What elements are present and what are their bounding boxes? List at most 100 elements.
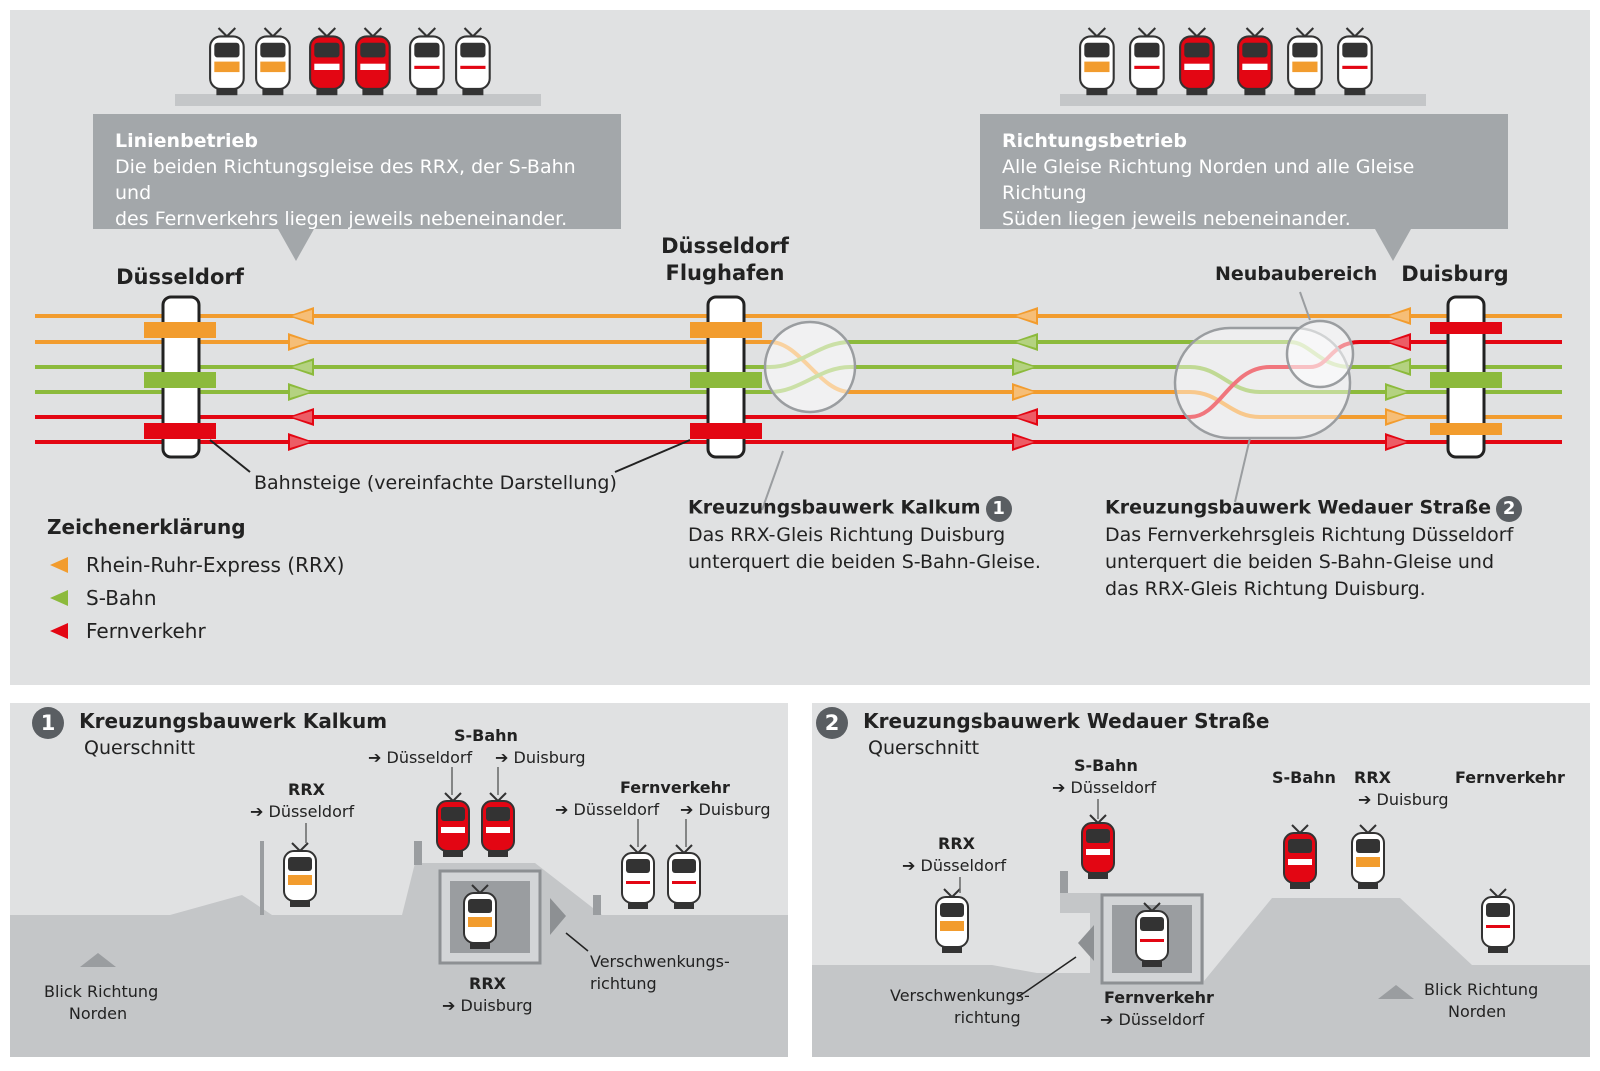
sbahn-arrow-icon [50,590,68,606]
kalkum-panel-heading: 1 Kreuzungsbauwerk Kalkum [32,707,387,739]
kalkum-verschwenkung-arrow-icon [550,898,566,935]
kalkum-verschwenkung-line1: Verschwenkungs- [590,952,730,971]
callout-richtungsbetrieb-title: Richtungsbetrieb [1002,130,1187,152]
callout-linienbetrieb-title: Linienbetrieb [115,130,259,152]
wedauer-info-line2: unterquert die beiden S-Bahn-Gleise und [1105,551,1495,573]
kalkum-blick-arrow-icon [80,953,116,967]
callout-richtungsbetrieb-line2: Süden liegen jeweils nebeneinander. [1002,208,1351,230]
direction-arrow-icon [1012,433,1038,451]
kalkum-badge: 1 [985,496,1012,522]
kalkum-info-line1: Das RRX-Gleis Richtung Duisburg [688,524,1006,546]
kalkum-info: Kreuzungsbauwerk Kalkum 1 Das RRX-Gleis … [688,496,1041,576]
wedauer-info-line1: Das Fernverkehrsgleis Richtung Düsseldor… [1105,524,1514,546]
wedauer-tunnel-label: Fernverkehr [1104,988,1214,1007]
kalkum-tunnel-dir: ➔ Duisburg [442,996,533,1015]
direction-arrow-icon [1012,408,1038,426]
fern-train-icon [1283,824,1317,889]
wedauer-info-title: Kreuzungsbauwerk Wedauer Straße [1105,496,1492,519]
wedauer-rrx-dir: ➔ Düsseldorf [902,856,1007,875]
direction-arrow-icon [1012,358,1038,376]
ice-train-icon [621,844,655,909]
wedauer-verschwenkung-line2: richtung [954,1008,1021,1027]
station-duesseldorf: Düsseldorf [116,265,244,289]
wedauer-info: Kreuzungsbauwerk Wedauer Straße 2 Das Fe… [1105,496,1523,603]
rrx-arrow-icon [50,557,68,573]
kalkum-verschwenkung-pointer [565,932,589,952]
label-neubaubereich: Neubaubereich [1215,263,1378,285]
fern-arrow-icon [50,623,68,639]
platform-pointer-1 [209,439,251,473]
wedauer-panel-subtitle: Querschnitt [868,737,980,759]
kalkum-info-title: Kreuzungsbauwerk Kalkum [688,496,981,519]
kalkum-tunnel-label: RRX [469,974,506,993]
kalkum-fern-dir2: ➔ Duisburg [680,800,771,819]
station-flughafen: Düsseldorf Flughafen [650,233,800,287]
direction-arrow-icon [288,383,314,401]
wedauer-cross-section [812,799,1590,1057]
station-duisburg: Duisburg [1401,262,1509,286]
kalkum-crossing-circle [763,320,857,414]
kalkum-sbahn-label: S-Bahn [454,726,518,745]
fern-train-icon [309,27,345,96]
callout-linienbetrieb-line1: Die beiden Richtungsgleise des RRX, der … [115,156,576,204]
callout-richtungsbetrieb-tip [1375,229,1411,261]
wedauer-mast [1060,871,1068,893]
kalkum-cross-section [10,767,788,1057]
legend-title: Zeichenerklärung [47,515,246,539]
fern-train-icon [1237,27,1273,96]
wedauer-verschwenkung-pointer [1017,956,1077,998]
kalkum-blick-line1: Blick Richtung [44,982,159,1001]
kalkum-panel-subtitle: Querschnitt [84,737,196,759]
kalkum-rrx-label: RRX [288,780,325,799]
rrx-train-icon [1287,27,1323,96]
kalkum-blick-line2: Norden [68,1004,128,1023]
kalkum-panel-badge: 1 [32,707,64,739]
direction-arrow-icon [1012,383,1038,401]
direction-arrow-icon [1012,307,1038,325]
rrx-train-icon [255,27,291,96]
callout-richtungsbetrieb-line1: Alle Gleise Richtung Norden und alle Gle… [1002,156,1415,204]
legend-item-fern: Fernverkehr [50,619,206,643]
wedauer-sbahn-label: S-Bahn [1074,756,1138,775]
wedauer-panel-badge: 2 [816,707,848,739]
rrx-train-icon [463,884,497,949]
ice-train-icon [1337,27,1373,96]
wedauer-crossing-circle [1285,319,1355,389]
wedauer-panel-title: Kreuzungsbauwerk Wedauer Straße [863,708,1270,733]
legend-item-sbahn: S-Bahn [50,586,157,610]
kalkum-mast-2 [414,841,422,865]
track-overview-panel: Linienbetrieb Die beiden Richtungsgleise… [10,10,1590,685]
train-icons-left [209,27,491,96]
kalkum-sbahn-dir1: ➔ Düsseldorf [368,748,473,767]
fern-train-icon [355,27,391,96]
wedauer-blick-arrow-icon [1378,985,1414,999]
direction-arrow-icon [288,333,314,351]
direction-arrow-icon [288,307,314,325]
kalkum-fern-label: Fernverkehr [620,778,730,797]
train-platform-right [1060,94,1426,106]
wedauer-sbahn2-label: S-Bahn [1272,768,1336,787]
wedauer-trains [935,799,1515,967]
ice-train-icon [455,27,491,96]
neubau-pointer [1299,291,1311,321]
direction-arrow-icon [1385,333,1411,351]
kalkum-verschwenkung-line2: richtung [590,974,657,993]
kalkum-fern-dir1: ➔ Düsseldorf [555,800,660,819]
direction-arrow-icon [1385,358,1411,376]
kalkum-info-line2: unterquert die beiden S-Bahn-Gleise. [688,551,1041,573]
wedauer-rrx2-label: RRX [1354,768,1391,787]
direction-arrow-icon [1385,408,1411,426]
direction-arrow-icon [1385,383,1411,401]
wedauer-pointer [1234,437,1251,503]
legend-item-rrx: Rhein-Ruhr-Express (RRX) [50,553,344,577]
kalkum-mast-1 [260,841,264,915]
track-diagram [35,27,1562,511]
fern-train-icon [481,792,515,857]
rrx-train-icon [1079,27,1115,96]
ice-train-icon [1481,888,1515,953]
ice-train-icon [1135,902,1169,967]
legend-item-rrx-label: Rhein-Ruhr-Express (RRX) [86,553,345,577]
platform-duesseldorf [144,295,216,459]
wedauer-blick-line2: Norden [1448,1002,1507,1021]
station-flughafen-line2: Flughafen [665,261,785,285]
